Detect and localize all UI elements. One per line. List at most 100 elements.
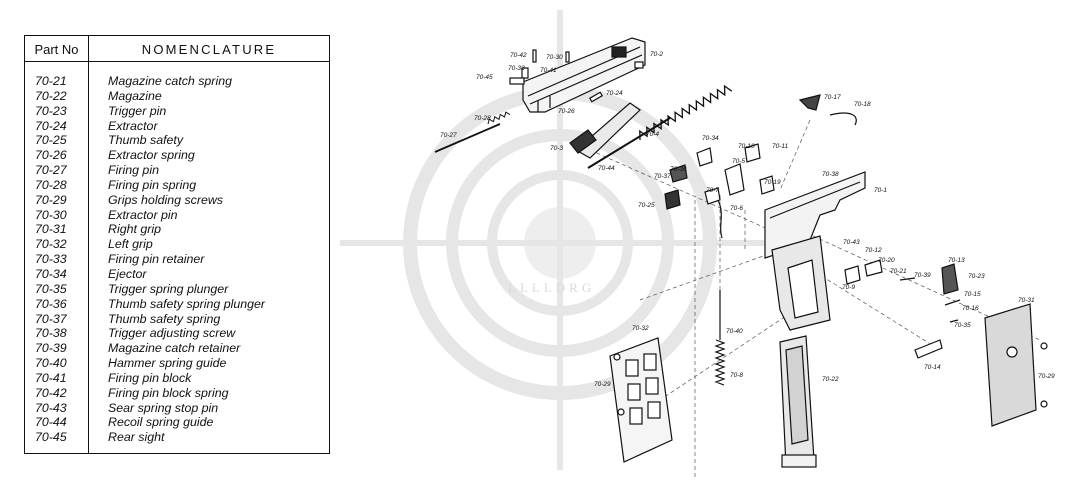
callout-70-9: 70-9 <box>842 284 855 291</box>
table-row: 70-27 Firing pin <box>25 163 329 178</box>
callout-70-29-right: 70-29 <box>1038 373 1055 380</box>
part-number: 70-37 <box>35 311 67 326</box>
table-row: 70-40 Hammer spring guide <box>25 356 329 371</box>
callout-70-45: 70-45 <box>476 74 493 81</box>
table-row: 70-21 Magazine catch spring <box>25 74 329 89</box>
part-number: 70-39 <box>35 341 67 356</box>
part-number: 70-44 <box>35 415 67 430</box>
callout-70-12: 70-12 <box>865 247 882 254</box>
part-name: Magazine catch retainer <box>108 341 241 356</box>
table-row: 70-45 Rear sight <box>25 430 329 445</box>
exploded-view-diagram: LLLLDRG <box>340 0 1085 481</box>
callout-70-1: 70-1 <box>874 187 887 194</box>
part-number: 70-24 <box>35 118 67 133</box>
part-number: 70-29 <box>35 192 67 207</box>
callout-70-21: 70-21 <box>890 268 907 275</box>
part-number: 70-38 <box>35 326 67 341</box>
part-number: 70-28 <box>35 177 67 192</box>
callout-70-33: 70-33 <box>508 65 525 72</box>
part-name: Trigger spring plunger <box>108 281 229 296</box>
part-name: Hammer spring guide <box>108 356 227 371</box>
slide-part <box>522 37 646 113</box>
part-name: Grips holding screws <box>108 192 224 207</box>
callout-70-22: 70-22 <box>822 376 839 383</box>
part-number: 70-40 <box>35 356 67 371</box>
part-name: Thumb safety spring plunger <box>108 296 266 311</box>
callout-70-8: 70-8 <box>730 372 743 379</box>
callout-70-34: 70-34 <box>702 135 719 142</box>
part-name: Magazine <box>108 88 162 103</box>
part-name: Firing pin spring <box>108 177 197 192</box>
table-row: 70-39 Magazine catch retainer <box>25 341 329 356</box>
callout-70-19: 70-19 <box>764 179 781 186</box>
callout-70-11: 70-11 <box>772 143 789 150</box>
part-number: 70-43 <box>35 400 67 415</box>
callout-70-20: 70-20 <box>878 257 895 264</box>
callout-70-18: 70-18 <box>854 101 871 108</box>
callout-70-28: 70-28 <box>474 115 491 122</box>
part-number: 70-33 <box>35 252 67 267</box>
callout-70-26: 70-26 <box>558 108 575 115</box>
callout-70-10: 70-10 <box>738 143 755 150</box>
callout-70-6: 70-6 <box>730 205 743 212</box>
callout-labels: 70-42 70-30 70-2 70-33 70-41 70-45 70-24… <box>440 51 1055 388</box>
part-number: 70-35 <box>35 281 67 296</box>
callout-70-40: 70-40 <box>726 328 743 335</box>
small-parts-top <box>509 49 644 103</box>
callout-70-37: 70-37 <box>654 173 671 180</box>
part-number: 70-31 <box>35 222 67 237</box>
part-name: Rear sight <box>108 430 165 445</box>
table-row: 70-35 Trigger spring plunger <box>25 282 329 297</box>
callout-70-7: 70-7 <box>706 187 719 194</box>
part-name: Thumb safety <box>108 133 184 148</box>
watermark-text: LLLLDRG <box>508 280 595 295</box>
table-row: 70-22 Magazine <box>25 89 329 104</box>
right-grip-part <box>984 303 1048 427</box>
part-name: Right grip <box>108 222 162 237</box>
header-nomenclature: NOMENCLATURE <box>141 42 277 57</box>
part-name: Firing pin retainer <box>108 252 205 267</box>
part-name: Firing pin <box>108 163 159 178</box>
callout-70-30: 70-30 <box>546 54 563 61</box>
part-number: 70-27 <box>35 163 67 178</box>
callout-70-31: 70-31 <box>1018 297 1035 304</box>
part-number: 70-21 <box>35 74 67 88</box>
callout-70-17: 70-17 <box>824 94 841 101</box>
callout-70-4: 70-4 <box>646 131 659 138</box>
firing-pin-spring <box>487 111 511 125</box>
callout-70-32: 70-32 <box>632 325 649 332</box>
callout-70-13: 70-13 <box>948 257 965 264</box>
part-name: Magazine catch spring <box>108 74 232 88</box>
part-name: Ejector <box>108 266 147 281</box>
table-row: 70-24 Extractor <box>25 119 329 134</box>
part-name: Extractor pin <box>108 207 178 222</box>
callout-70-24: 70-24 <box>606 90 623 97</box>
callout-70-25: 70-25 <box>638 202 655 209</box>
callout-70-2: 70-2 <box>650 51 663 58</box>
part-name: Extractor <box>108 118 158 133</box>
hammer-spring <box>714 290 726 386</box>
callout-70-14: 70-14 <box>924 364 941 371</box>
callout-70-23: 70-23 <box>968 273 985 280</box>
part-number: 70-41 <box>35 370 67 385</box>
part-number: 70-45 <box>35 430 67 445</box>
part-number: 70-23 <box>35 103 67 118</box>
trigger-parts <box>844 259 961 359</box>
part-name: Firing pin block <box>108 370 192 385</box>
callout-70-15: 70-15 <box>964 291 981 298</box>
part-number: 70-36 <box>35 296 67 311</box>
part-number: 70-25 <box>35 133 67 148</box>
callout-70-27: 70-27 <box>440 132 457 139</box>
callout-70-5: 70-5 <box>732 158 745 165</box>
part-number: 70-22 <box>35 88 67 103</box>
recoil-guide <box>587 117 671 169</box>
